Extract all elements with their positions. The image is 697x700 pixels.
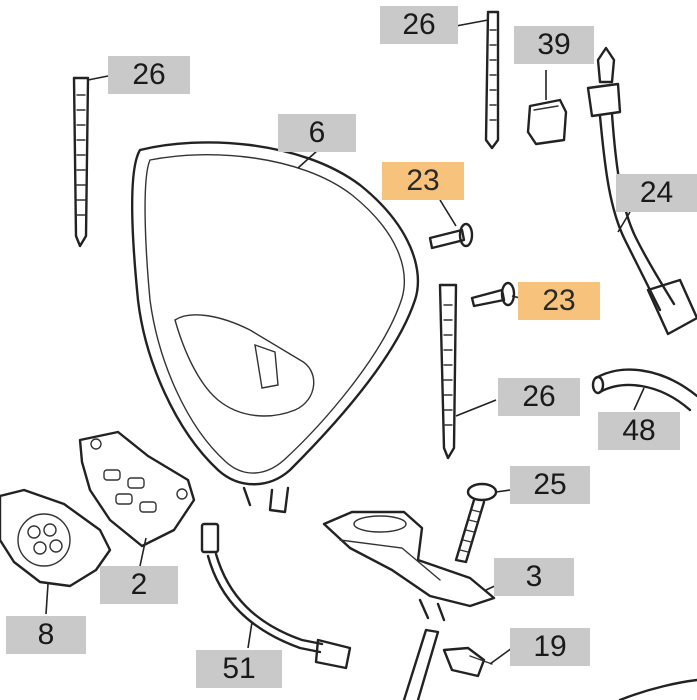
callout-26-left: 26 [108, 56, 190, 94]
leader-6 [297, 149, 319, 169]
leader-48 [633, 387, 645, 411]
headlight-housing-6 [131, 141, 420, 514]
leader-2 [139, 537, 147, 567]
leader-26-left [87, 75, 109, 81]
wire-harness-24 [586, 46, 697, 336]
leader-24 [617, 211, 631, 233]
callout-39: 39 [514, 26, 594, 64]
leader-8 [45, 583, 49, 615]
mounting-bracket-3 [322, 510, 496, 622]
stem [402, 628, 440, 700]
wire-51 [200, 522, 352, 670]
grommet-39 [526, 98, 568, 146]
bracket-2 [78, 430, 196, 548]
callout-6: 6 [278, 114, 356, 152]
clip-19 [442, 646, 493, 678]
callout-23-a: 23 [382, 162, 464, 200]
frame-edge [618, 678, 697, 700]
callout-3: 3 [494, 558, 574, 596]
callout-2: 2 [100, 566, 178, 604]
leader-19 [489, 647, 513, 665]
leader-26-mid [455, 399, 497, 417]
leader-26-top [455, 19, 489, 27]
callout-23-b: 23 [518, 282, 600, 320]
callout-25: 25 [510, 466, 590, 504]
callout-51: 51 [196, 650, 282, 688]
screw-23-b [470, 281, 516, 308]
callout-8: 8 [6, 616, 86, 654]
cable-tie-left [72, 76, 90, 248]
screw-23-a [428, 222, 474, 250]
leader-23-a [439, 199, 457, 227]
leader-51 [247, 621, 253, 649]
callout-48: 48 [598, 412, 680, 450]
hose-48 [591, 368, 697, 412]
cable-tie-mid [438, 283, 458, 460]
callout-24: 24 [616, 174, 697, 212]
callout-26-top: 26 [380, 6, 458, 44]
cable-tie-top [484, 10, 500, 150]
callout-26-mid: 26 [498, 378, 580, 416]
bolt-25 [454, 482, 498, 564]
bezel-8 [0, 488, 112, 588]
callout-19: 19 [510, 628, 590, 666]
